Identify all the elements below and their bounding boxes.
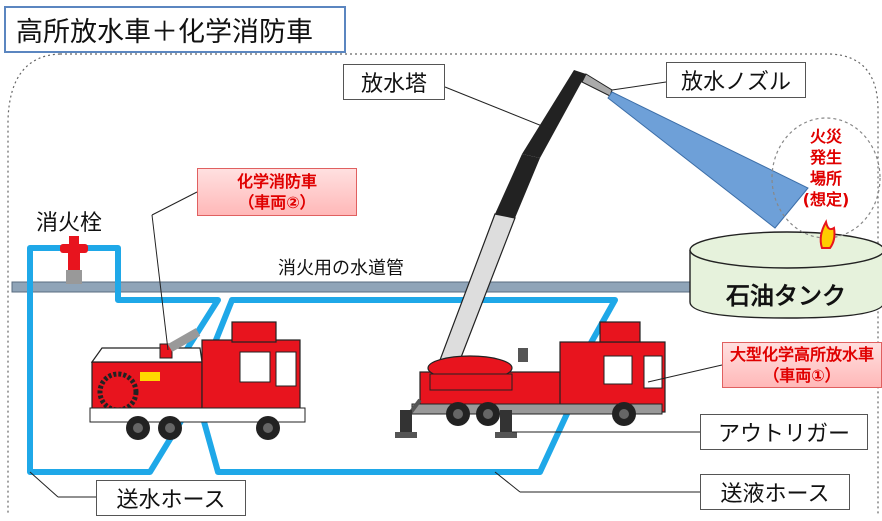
hydrant-label: 消火栓 — [36, 211, 103, 236]
site-boundary — [7, 53, 879, 515]
chemical-truck-label: 化学消防車 （車両②） — [197, 168, 357, 216]
fire-hydrant — [60, 236, 88, 284]
large-truck-number: （車両①） — [763, 366, 841, 385]
outrigger-label: アウトリガー — [700, 414, 868, 450]
tower-label: 放水塔 — [343, 64, 445, 100]
fire-site-line-1: 火災 — [809, 127, 842, 146]
diagram-title: 高所放水車＋化学消防車 — [4, 6, 346, 53]
chemical-fire-truck — [89, 321, 306, 440]
water-spray — [607, 91, 809, 229]
nozzle-label: 放水ノズル — [666, 62, 806, 98]
fire-site-line-2: 発生 — [809, 148, 842, 167]
fire-site-circle — [771, 117, 881, 239]
large-truck-name: 大型化学高所放水車 — [729, 345, 874, 364]
fire-site-label: 火災 発生 場所 (想定) — [796, 126, 856, 210]
fire-site-line-4: (想定) — [802, 190, 850, 209]
liquid-hose-label: 送液ホース — [700, 474, 850, 510]
aerial-water-tower-truck — [395, 70, 666, 438]
water-main-label: 消火用の水道管 — [278, 258, 404, 279]
large-truck-label: 大型化学高所放水車 （車両①） — [722, 342, 882, 388]
chemical-truck-name: 化学消防車 — [236, 172, 317, 191]
tank-label: 石油タンク — [726, 282, 846, 310]
chemical-truck-number: （車両②） — [238, 193, 316, 212]
flame-icon — [819, 219, 836, 249]
leader-lines — [29, 81, 723, 498]
fire-site-line-3: 場所 — [809, 169, 842, 188]
supply-hose-label: 送水ホース — [96, 480, 246, 516]
